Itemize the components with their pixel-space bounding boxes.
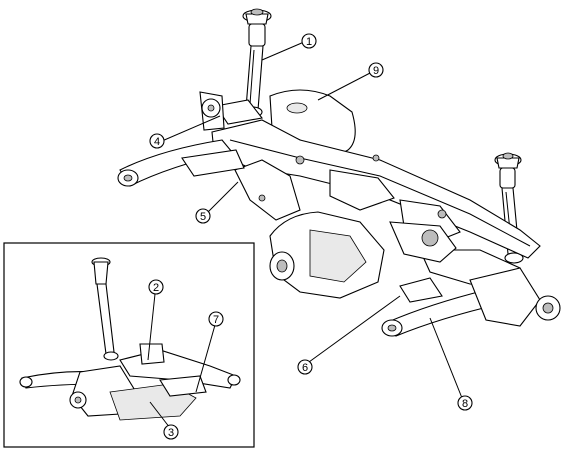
callout-5: 5 <box>195 208 211 224</box>
differential <box>269 211 457 299</box>
left-trailing-link <box>117 139 245 187</box>
callout-9: 9 <box>368 62 384 78</box>
callout-7-label: 7 <box>213 314 219 326</box>
callout-1-label: 1 <box>306 36 312 48</box>
callout-5-label: 5 <box>200 211 206 223</box>
callout-4: 4 <box>149 133 165 149</box>
rear-link <box>399 277 443 303</box>
main-assembly: 1 9 4 5 6 8 <box>117 8 561 411</box>
callout-6-label: 6 <box>302 362 308 374</box>
callout-2-label: 2 <box>153 282 159 294</box>
callout-3-label: 3 <box>168 427 174 439</box>
callout-8-label: 8 <box>462 398 468 410</box>
upper-arm <box>199 91 263 131</box>
callout-1: 1 <box>301 33 317 49</box>
right-lower-arm <box>381 267 561 337</box>
callout-3: 3 <box>163 424 179 440</box>
callout-7: 7 <box>208 311 224 327</box>
inset-arms <box>19 343 241 421</box>
callout-2: 2 <box>148 279 164 295</box>
left-shock-absorber <box>242 8 272 118</box>
callout-leaders <box>161 41 463 399</box>
callout-8: 8 <box>457 395 473 411</box>
callout-6: 6 <box>297 359 313 375</box>
callout-4-label: 4 <box>154 136 160 148</box>
callout-9-label: 9 <box>373 65 379 77</box>
inset-shock-absorber <box>91 257 119 361</box>
inset-panel: 2 7 3 <box>3 242 255 448</box>
inset-callout-leaders <box>147 293 216 429</box>
